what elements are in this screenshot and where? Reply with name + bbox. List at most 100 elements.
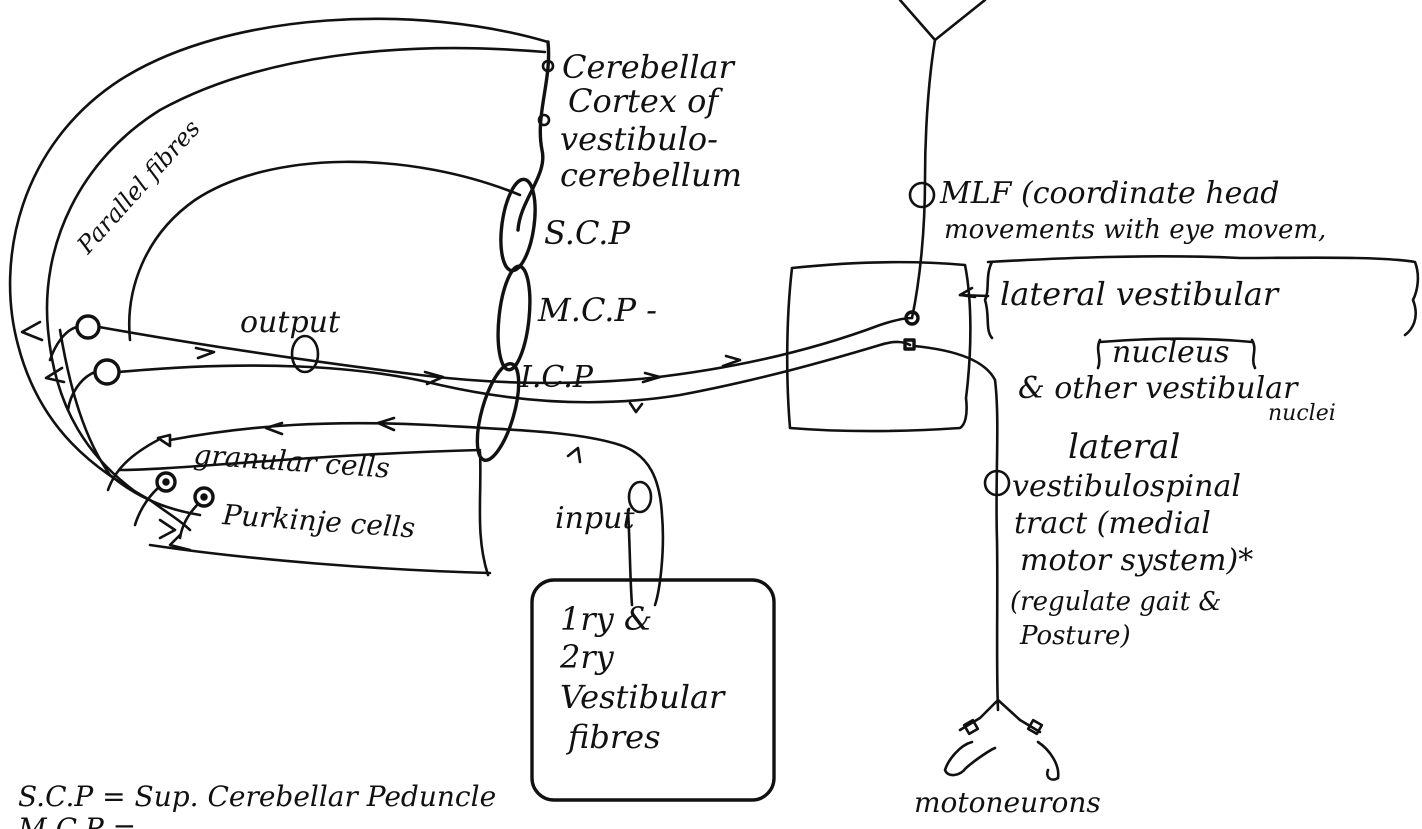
cerebellum-structure: [8, 17, 555, 577]
input-fibre: [168, 421, 665, 607]
nucleus-label-bracket: [986, 255, 1420, 337]
cortex-label-line-2: Cortex of: [568, 82, 723, 120]
mlf-label-line-1: MLF (coordinate head: [939, 176, 1279, 211]
other-nuclei-line-2: nuclei: [1268, 401, 1336, 426]
parallel-fibres-label: Parallel fibres: [71, 114, 206, 259]
mlf-label-line-2: movements with eye movem,: [944, 215, 1326, 245]
output-fibre-bottom: [117, 340, 912, 404]
mcp-label: M.C.P -: [537, 291, 657, 329]
output-arrow-5: [721, 354, 742, 368]
motoneuron-terminal-right: [1026, 718, 1044, 736]
nucleus-label-bracket-lower: [1098, 337, 1254, 344]
granular-cell: [155, 471, 177, 493]
motoneurons-label: motoneurons: [914, 786, 1101, 819]
purkinje-cell: [193, 486, 215, 508]
motoneuron-terminal-left: [962, 718, 980, 736]
vestibular-fibres-box: [530, 578, 776, 802]
input-box-line-3: Vestibular: [560, 678, 726, 716]
other-nuclei-line-1: & other vestibular: [1018, 371, 1299, 406]
scp-label: S.C.P: [544, 214, 630, 252]
brainstem-labels: MLF (coordinate head movements with eye …: [914, 176, 1336, 819]
cerebellum-cortex-wall: [516, 40, 551, 232]
legend-scp-line: S.C.P = Sup. Cerebellar Peduncle: [18, 780, 496, 813]
output-arrow-2: [423, 370, 445, 386]
icp-label: I.C.P: [519, 360, 594, 395]
cortex-bead-2: [537, 113, 551, 127]
synapse-marker-4: [158, 518, 177, 540]
nucleus-synapse-2: [903, 338, 916, 351]
vestibulospinal-tract-fibre: [912, 344, 1000, 712]
input-label: input: [555, 501, 635, 536]
tract-branch-left: [958, 698, 1000, 732]
cortex-bead-1: [541, 59, 555, 73]
output-arrow-3: [641, 371, 662, 384]
input-axon-oval: [627, 480, 653, 514]
cortex-label-line-1: Cerebellar: [562, 48, 736, 86]
tract-label-line-1: lateral: [1068, 427, 1180, 467]
mlf-fibre: [910, 38, 937, 320]
purkinje-fibre-2: [178, 503, 199, 540]
nucleus-label-bracket-left: [983, 260, 994, 340]
input-box-line-1: 1ry &: [560, 600, 652, 638]
nucleus-word-bracket: [1096, 338, 1257, 370]
output-axon-oval: [290, 334, 320, 374]
synapse-marker-5: [168, 533, 192, 552]
lateral-vestibular-label: lateral vestibular: [1000, 275, 1280, 313]
nucleus-label: nucleus: [1112, 335, 1230, 370]
cerebellum-inner-arc: [128, 160, 522, 342]
vestibular-nucleus-box: [785, 260, 972, 433]
granular-fibre: [106, 438, 160, 492]
input-arrow-3: [566, 446, 582, 464]
granular-cells-label: granular cells: [193, 438, 391, 485]
input-box-line-2: 2ry: [559, 638, 615, 676]
cerebellum-lower-curve-2: [148, 543, 492, 575]
purkinje-cell-nucleus: [200, 493, 208, 501]
vestibular-nucleus: [785, 0, 1420, 781]
synapse-marker-1: [20, 320, 44, 342]
input-box-line-4: fibres: [566, 718, 660, 756]
purkinje-cells-label: Purkinje cells: [221, 498, 417, 544]
legend: S.C.P = Sup. Cerebellar Peduncle M.C.P =: [17, 780, 496, 829]
pathway-arrows: [194, 346, 742, 464]
tract-label-line-2: vestibulospinal: [1012, 469, 1241, 504]
input-arrow-1: [376, 416, 396, 432]
cerebellum-lower-curve-1: [58, 328, 202, 517]
motoneuron-left: [943, 740, 997, 777]
cortex-label-line-4: cerebellum: [560, 156, 742, 194]
input-arrow-2: [264, 421, 284, 436]
tract-label-line-4: motor system)*: [1020, 543, 1253, 578]
cerebellum-lower-curve-3: [118, 448, 482, 472]
tract-label-line-3: tract (medial: [1014, 506, 1211, 541]
nucleus-pointer-line: [958, 293, 990, 298]
mcp-oval: [496, 264, 532, 372]
synapse-marker-3: [156, 433, 172, 448]
cerebellum-lower-wall: [478, 450, 490, 577]
tract-branch-right: [996, 698, 1042, 734]
tract-axon-circle: [983, 469, 1011, 497]
nucleus-synapse-1: [904, 310, 920, 326]
cerebellar-pathways: [20, 314, 914, 607]
tract-label-line-6: Posture): [1019, 621, 1131, 651]
cortex-neuron-2: [93, 358, 121, 386]
output-arrow-4: [628, 401, 644, 414]
granular-cell-nucleus: [162, 478, 170, 486]
output-fibre-top: [97, 316, 914, 385]
cerebellum-labels: Cerebellar Cortex of vestibulo- cerebell…: [71, 48, 742, 544]
cortex-label-line-3: vestibulo-: [560, 120, 718, 158]
input-fibre-to-box: [626, 508, 634, 607]
input-box-labels: 1ry & 2ry Vestibular fibres: [559, 600, 726, 756]
synapse-marker-2: [44, 366, 66, 384]
mlf-top-branch: [898, 0, 987, 42]
legend-mcp-line: M.C.P =: [17, 812, 136, 829]
motoneuron-right: [1036, 740, 1060, 781]
neuron-fibre-1: [48, 325, 79, 362]
purkinje-fibre-1: [133, 486, 160, 527]
output-arrow-1: [194, 346, 216, 360]
icp-oval: [475, 362, 521, 462]
cerebellum-second-arc: [45, 46, 547, 497]
output-label: output: [240, 305, 341, 340]
neuron-fibre-2: [66, 370, 97, 412]
tract-label-line-5: (regulate gait &: [1010, 587, 1222, 617]
mlf-axon-circle: [908, 181, 936, 209]
